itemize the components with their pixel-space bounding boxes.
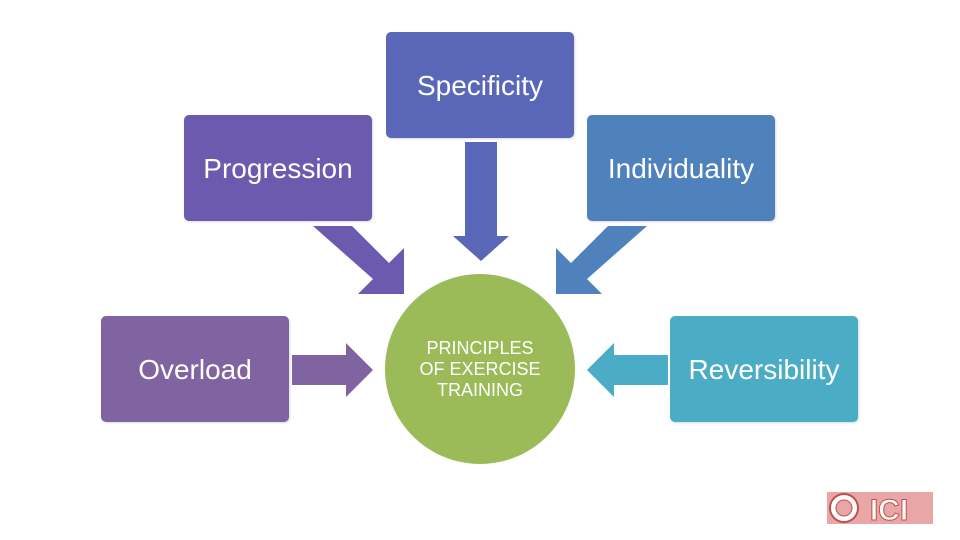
overload-box: Overload [101, 316, 289, 422]
progression-arrow [313, 226, 404, 294]
overload-arrow [292, 343, 373, 397]
specificity-label: Specificity [416, 69, 544, 101]
individuality-arrow [556, 226, 647, 294]
ici-logo: ICI [827, 492, 933, 527]
reversibility-label: Reversibility [688, 353, 840, 385]
specificity-box: Specificity [386, 32, 574, 138]
specificity-arrow [453, 142, 509, 261]
individuality-label: Individuality [607, 152, 755, 184]
center-label: PRINCIPLES OF EXERCISE TRAINING [419, 337, 541, 400]
reversibility-arrow [587, 343, 668, 397]
logo-text: ICI [870, 494, 908, 527]
progression-box: Progression [184, 115, 372, 221]
overload-label: Overload [138, 353, 252, 385]
center-circle: PRINCIPLES OF EXERCISE TRAINING [385, 274, 575, 464]
individuality-box: Individuality [587, 115, 775, 221]
progression-label: Progression [203, 152, 353, 184]
reversibility-box: Reversibility [670, 316, 858, 422]
